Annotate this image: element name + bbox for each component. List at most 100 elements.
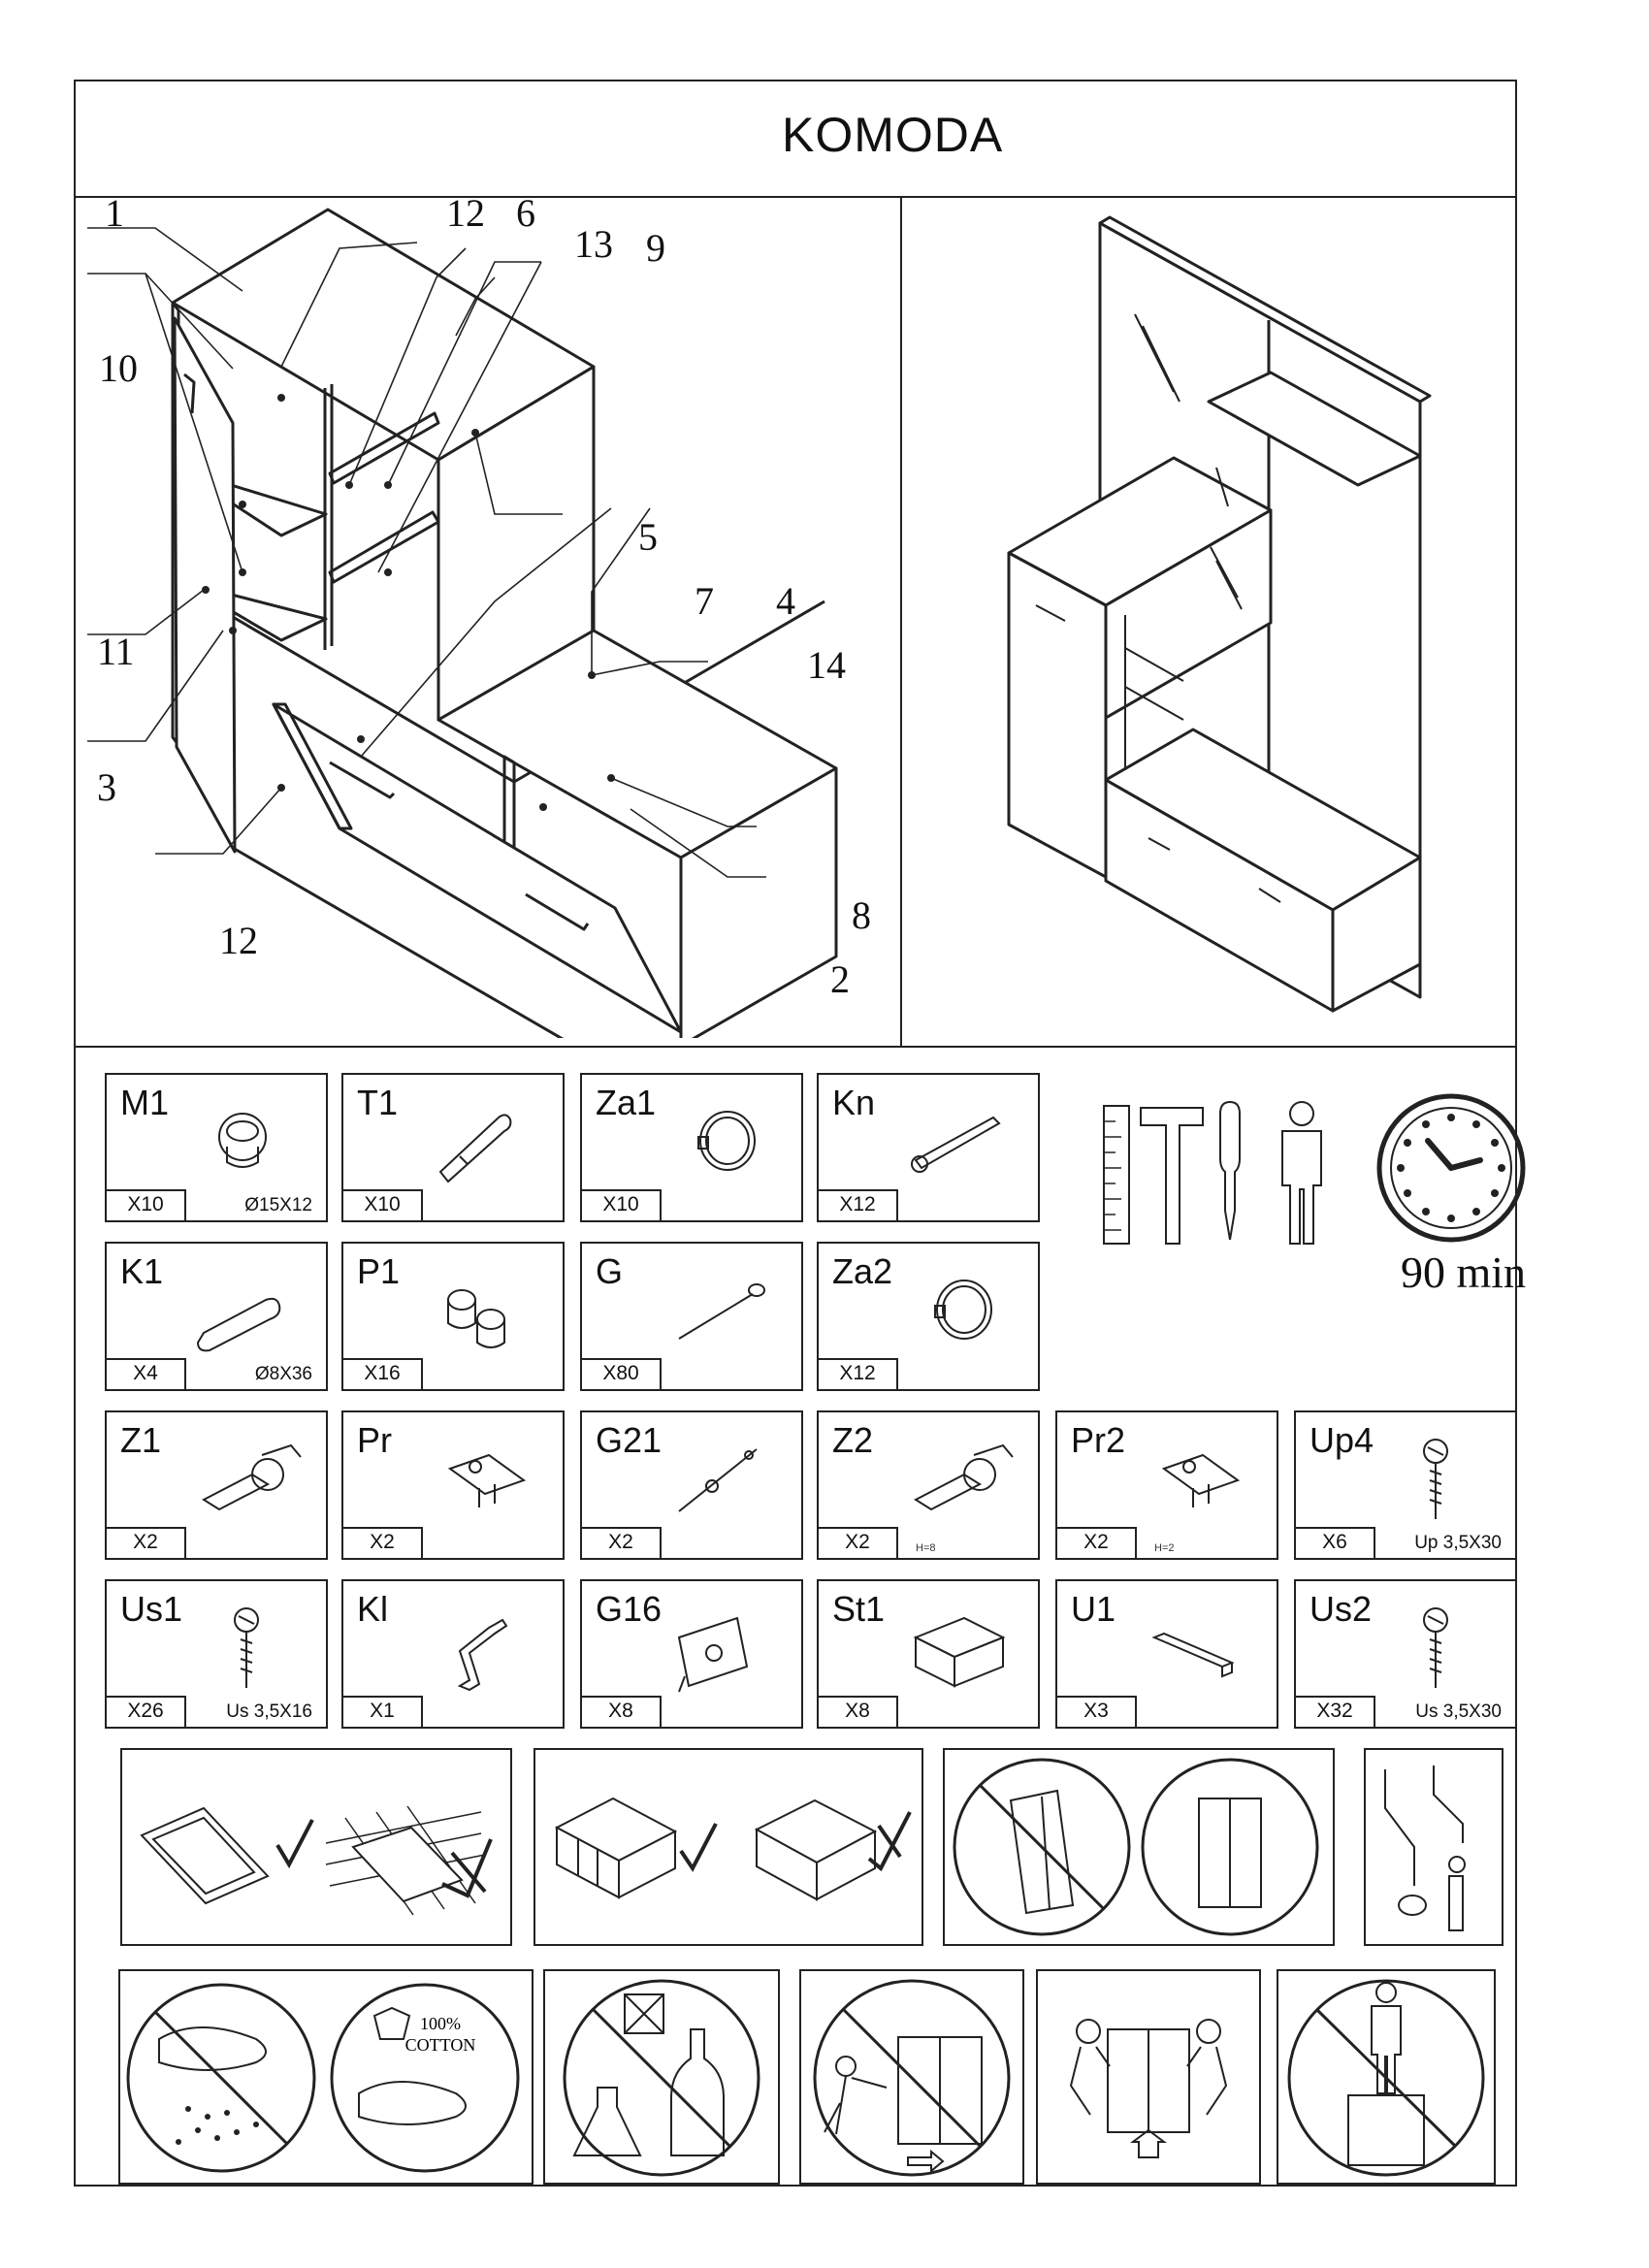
part-code: Kn	[832, 1083, 876, 1122]
callout-12-bottom: 12	[219, 919, 258, 962]
hammer-icon	[1140, 1107, 1204, 1245]
dowel-icon	[196, 1297, 281, 1352]
assembled-view-panel	[900, 196, 1517, 1048]
callout-9: 9	[646, 226, 665, 270]
part-quantity: X16	[343, 1358, 423, 1389]
assembly-surface-box	[120, 1748, 512, 1946]
part-quantity: X2	[819, 1527, 898, 1558]
person-icon	[1281, 1101, 1322, 1245]
screwdriver-icon	[1219, 1100, 1241, 1241]
part-code: Za2	[832, 1251, 893, 1291]
callout-14: 14	[807, 643, 846, 687]
part-code: Pr	[357, 1420, 392, 1460]
callout-7: 7	[695, 579, 714, 623]
nail-icon	[678, 1283, 765, 1340]
part-code: G21	[596, 1420, 663, 1460]
part-quantity: X2	[343, 1527, 423, 1558]
part-code: Z1	[120, 1420, 162, 1460]
no-lean-box	[943, 1748, 1335, 1946]
part-spec: Up 3,5X30	[1414, 1533, 1502, 1553]
part-code: Za1	[596, 1083, 657, 1122]
callout-12-top: 12	[446, 191, 485, 235]
part-code: Us2	[1310, 1589, 1373, 1629]
part-quantity: X2	[1057, 1527, 1137, 1558]
part-code: P1	[357, 1251, 401, 1291]
part-quantity: X12	[819, 1358, 898, 1389]
part-quantity: X8	[819, 1696, 898, 1727]
screw-icon	[234, 1607, 259, 1688]
hinge-icon	[201, 1443, 302, 1511]
part-quantity: X80	[582, 1358, 662, 1389]
part-quantity: X26	[107, 1696, 186, 1727]
part-quantity: X6	[1296, 1527, 1375, 1558]
allen-key-icon	[457, 1618, 508, 1692]
part-quantity: X1	[343, 1696, 423, 1727]
part-quantity: X2	[582, 1527, 662, 1558]
callout-3: 3	[97, 765, 116, 809]
callout-11: 11	[97, 630, 135, 673]
move-by-pushing-box	[799, 1969, 1024, 2185]
cap-icon	[934, 1280, 992, 1340]
hinge-plate-icon	[447, 1453, 527, 1507]
part-code: T1	[357, 1083, 399, 1122]
clock-icon	[1376, 1093, 1526, 1243]
cleaning-box: 100% COTTON	[118, 1969, 534, 2185]
hinge-icon	[913, 1443, 1014, 1511]
page-title: KOMODA	[782, 108, 1004, 162]
box-icon	[913, 1616, 1006, 1688]
part-code: Z2	[832, 1420, 874, 1460]
part-code: Kl	[357, 1589, 389, 1629]
part-spec: Us 3,5X16	[226, 1701, 312, 1722]
assembled-furniture-drawing	[1007, 215, 1432, 1013]
part-quantity: X12	[819, 1189, 898, 1220]
part-quantity: X3	[1057, 1696, 1137, 1727]
bracket-icon	[677, 1616, 749, 1693]
no-standing-box	[1277, 1969, 1496, 2185]
no-chemicals-box	[543, 1969, 780, 2185]
part-code: M1	[120, 1083, 170, 1122]
screw-icon	[1423, 1439, 1448, 1519]
callout-2: 2	[830, 957, 850, 1001]
ruler-icon	[1103, 1105, 1130, 1245]
cotton-label-line1: 100%	[420, 2014, 461, 2033]
exploded-furniture-drawing	[87, 208, 838, 1038]
callout-10: 10	[99, 346, 138, 390]
assembly-time: 90 min	[1401, 1247, 1527, 1297]
cap-icon	[697, 1111, 756, 1171]
part-quantity: X32	[1296, 1696, 1375, 1727]
part-code: Pr2	[1071, 1420, 1126, 1460]
callout-5: 5	[638, 515, 658, 559]
part-quantity: X10	[582, 1189, 662, 1220]
part-code: St1	[832, 1589, 886, 1629]
callout-6: 6	[516, 191, 535, 235]
callout-4: 4	[776, 579, 795, 623]
shelf-pin-icon	[447, 1289, 505, 1348]
part-spec: Us 3,5X30	[1415, 1701, 1502, 1722]
callout-8: 8	[852, 893, 871, 937]
tools-required-icons	[1103, 1100, 1322, 1245]
callout-1: 1	[105, 191, 124, 235]
callout-13: 13	[574, 222, 613, 266]
handle-icon	[1151, 1632, 1235, 1678]
screw-icon	[1423, 1607, 1448, 1688]
cam-lock-icon	[218, 1113, 267, 1168]
